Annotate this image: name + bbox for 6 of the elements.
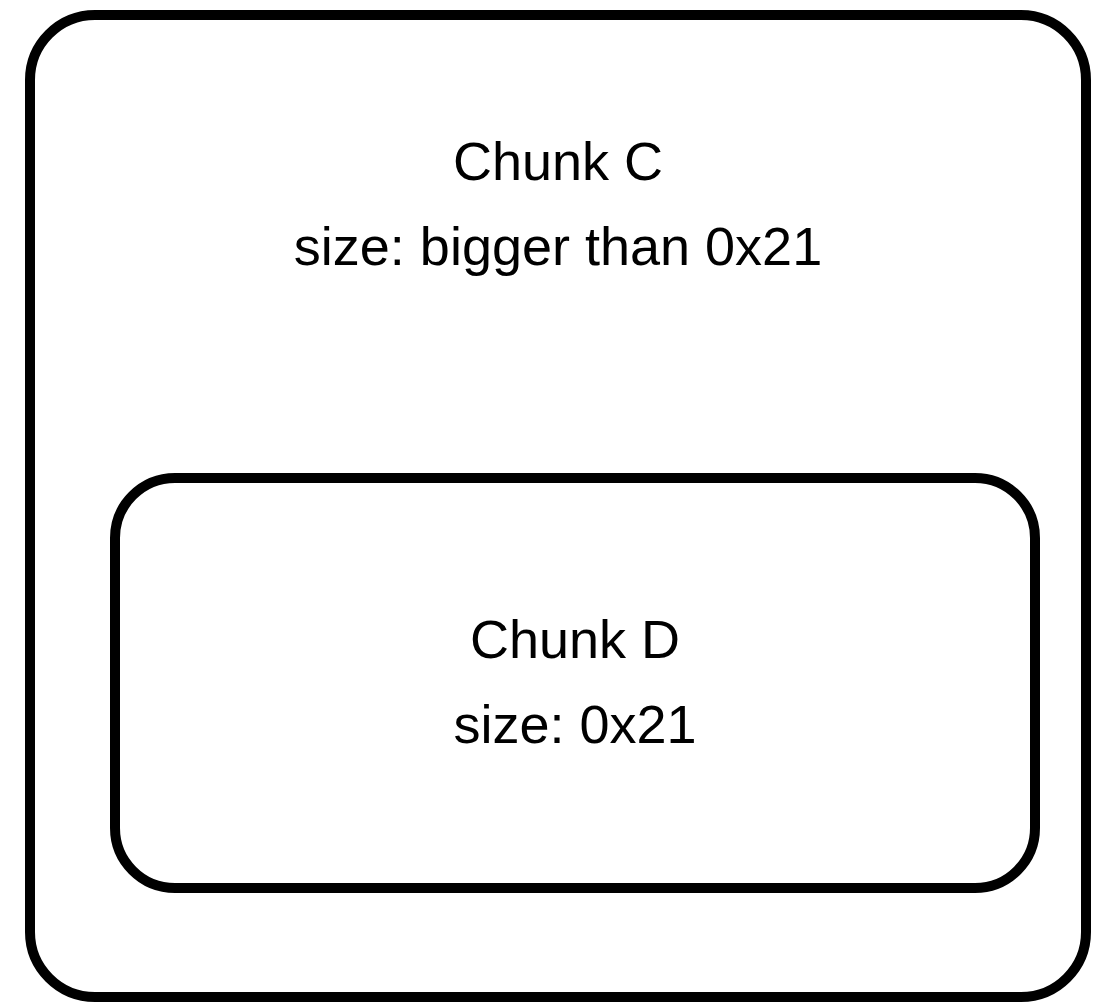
chunk-size: size: 0x21 [453, 693, 697, 755]
chunk-box [25, 10, 1091, 1002]
chunk-box [110, 473, 1040, 893]
chunk-size: size: bigger than 0x21 [293, 215, 823, 277]
chunk-title: Chunk D [469, 608, 681, 670]
chunk-title: Chunk C [452, 130, 664, 192]
